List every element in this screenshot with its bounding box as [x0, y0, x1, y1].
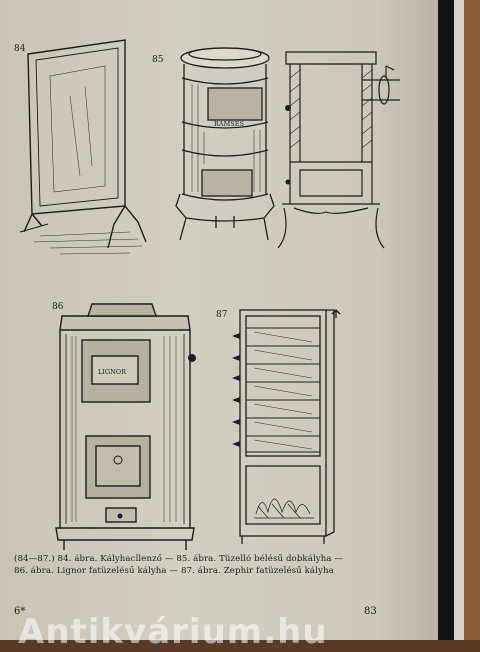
figure-84-fire-screen [19, 39, 147, 255]
figure-85-section-drawing [277, 51, 400, 249]
figure-85-ramses-stove: RAMSES [175, 47, 275, 241]
figure-number-84: 84 [14, 44, 26, 54]
figure-number-85: 85 [152, 55, 164, 65]
caption-line-1: (84—87.) 84. ábra. Kályhacllenző — 85. á… [14, 554, 344, 564]
book-page: 84 85 86 87 [0, 0, 438, 652]
figure-number-86: 86 [52, 302, 64, 312]
figure-caption: (84—87.) 84. ábra. Kályhacllenző — 85. á… [14, 553, 384, 577]
book-spine-shadow [438, 0, 454, 640]
table-surface [464, 0, 480, 640]
watermark: Antikvárium.hu [18, 612, 328, 652]
ramses-label: RAMSES [214, 120, 244, 128]
figure-number-87: 87 [216, 310, 228, 320]
page-edges [454, 0, 464, 640]
figure-86-lignor-stove: LIGNOR [55, 303, 196, 550]
page-number: 83 [364, 606, 377, 617]
lignor-label: LIGNOR [98, 368, 127, 376]
caption-line-2: 86. ábra. Lignor fatüzelésű kályha — 87.… [14, 566, 334, 576]
figure-87-zephir-stove [232, 309, 341, 544]
signature-mark: 6* [14, 606, 26, 617]
